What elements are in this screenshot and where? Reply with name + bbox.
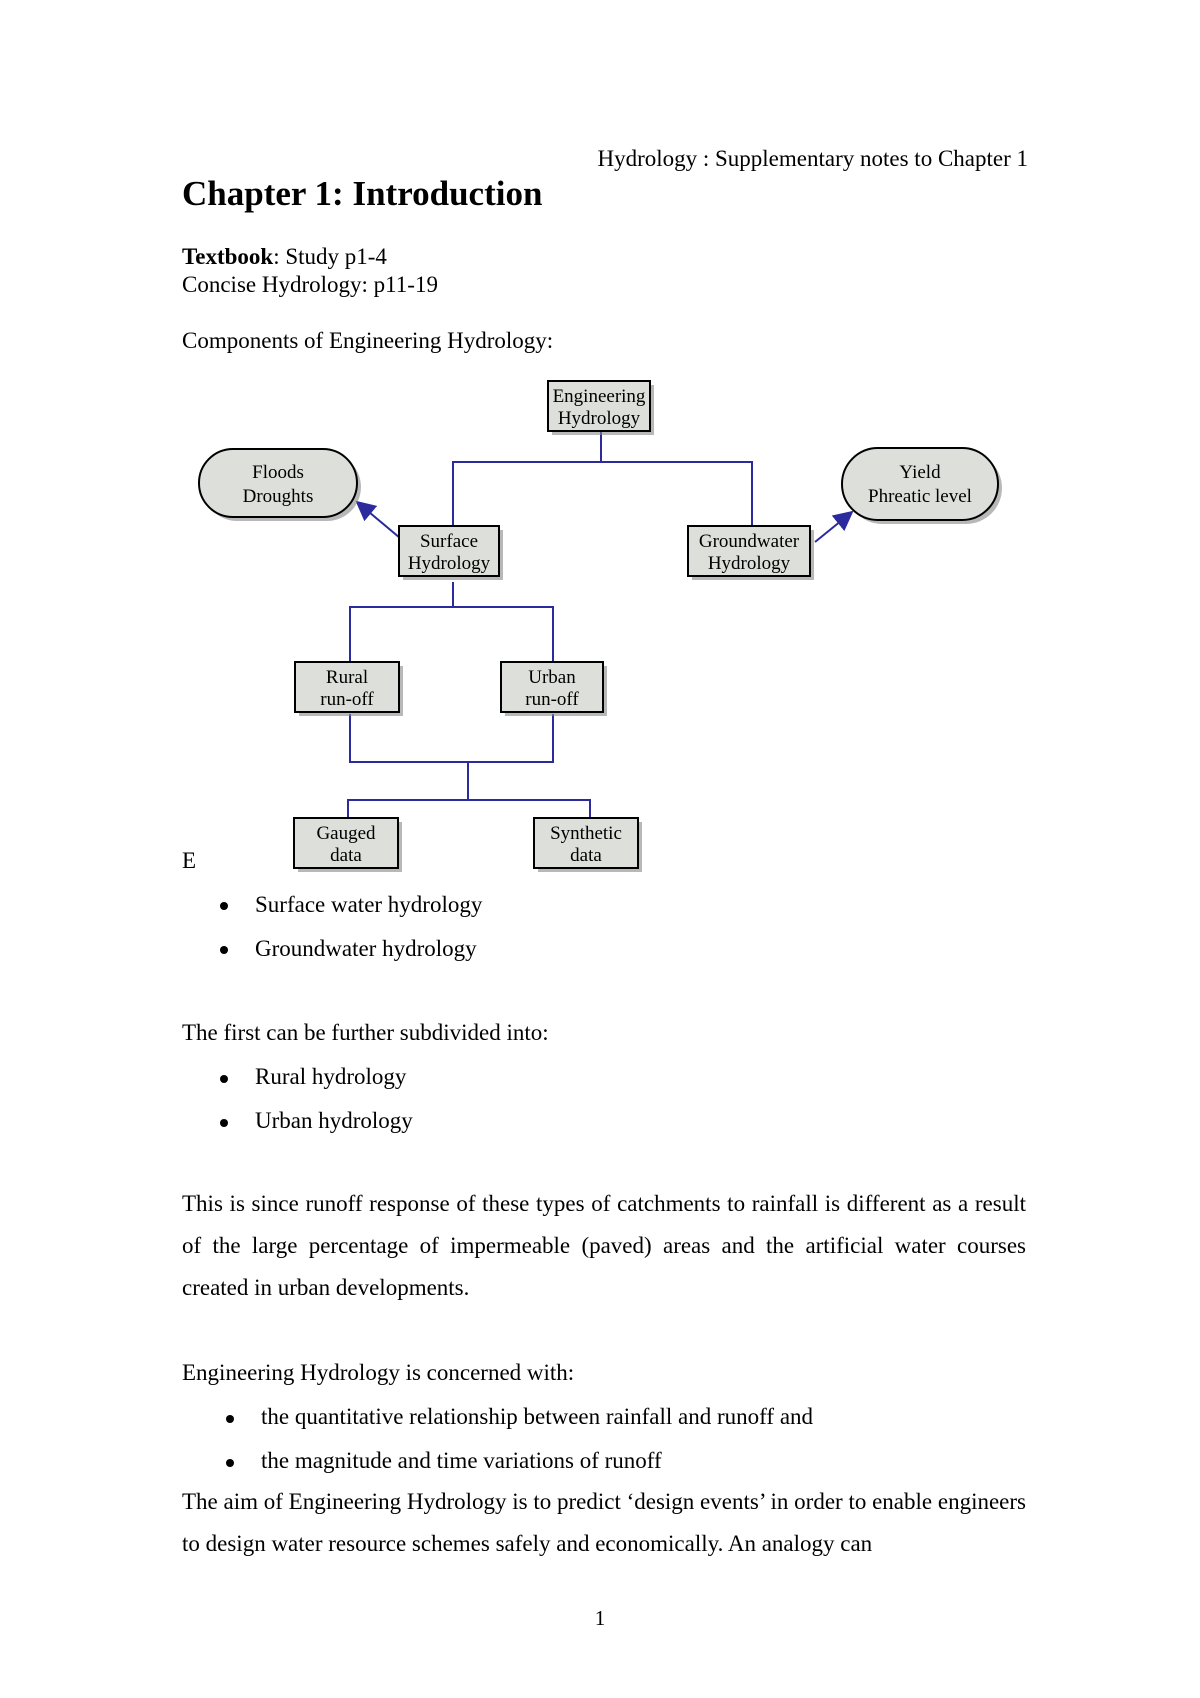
list-item: Groundwater hydrology bbox=[255, 936, 477, 961]
node-engineering-hydrology: Engineering Hydrology bbox=[547, 380, 654, 435]
paragraph-runoff-response: This is since runoff response of these t… bbox=[182, 1191, 1026, 1300]
bullet-icon bbox=[220, 1075, 228, 1083]
bullet-icon bbox=[220, 902, 228, 910]
diagram-connectors bbox=[347, 432, 753, 818]
textbook-label: Textbook bbox=[182, 244, 274, 269]
node-yield-phreatic: Yield Phreatic level bbox=[841, 447, 1002, 524]
node-surface-hydrology: Surface Hydrology bbox=[398, 525, 503, 580]
node-surface-line2: Hydrology bbox=[408, 553, 491, 574]
textbook-line: Textbook: Study p1-4 bbox=[182, 244, 387, 270]
node-engineering-line2: Hydrology bbox=[558, 408, 641, 429]
components-intro: Components of Engineering Hydrology: bbox=[182, 328, 554, 353]
node-groundwater-line1: Groundwater bbox=[699, 531, 800, 552]
arrow-to-floods-droughts bbox=[355, 500, 401, 539]
hydrology-hierarchy-diagram: Engineering Hydrology Floods Droughts Yi… bbox=[198, 380, 1002, 872]
node-gauged-line2: data bbox=[330, 845, 362, 866]
node-urban-line1: Urban bbox=[528, 667, 576, 688]
list-item: Urban hydrology bbox=[255, 1108, 413, 1133]
node-synthetic-line2: data bbox=[570, 845, 602, 866]
node-yield-line2: Phreatic level bbox=[868, 486, 972, 507]
node-synthetic-data: Synthetic data bbox=[533, 817, 642, 872]
concerned-intro: Engineering Hydrology is concerned with: bbox=[182, 1360, 575, 1385]
bullet-icon bbox=[226, 1415, 234, 1423]
node-rural-line2: run-off bbox=[320, 689, 374, 710]
bullet-icon bbox=[220, 946, 228, 954]
list-item: the magnitude and time variations of run… bbox=[261, 1448, 662, 1473]
node-groundwater-hydrology: Groundwater Hydrology bbox=[687, 525, 814, 580]
list-item: the quantitative relationship between ra… bbox=[261, 1404, 814, 1429]
node-floods-line2: Droughts bbox=[243, 486, 314, 507]
stray-letter: E bbox=[182, 848, 197, 873]
node-yield-line1: Yield bbox=[899, 462, 941, 483]
node-synthetic-line1: Synthetic bbox=[550, 823, 622, 844]
running-head: Hydrology : Supplementary notes to Chapt… bbox=[597, 146, 1028, 171]
node-rural-line1: Rural bbox=[326, 667, 368, 688]
arrow-to-yield bbox=[814, 510, 854, 543]
node-groundwater-line2: Hydrology bbox=[708, 553, 791, 574]
node-surface-line1: Surface bbox=[420, 531, 478, 552]
list-item: Rural hydrology bbox=[255, 1064, 407, 1089]
node-floods-line1: Floods bbox=[252, 462, 304, 483]
node-urban-runoff: Urban run-off bbox=[500, 661, 607, 716]
bullet-icon bbox=[220, 1119, 228, 1127]
paragraph-aim: The aim of Engineering Hydrology is to p… bbox=[182, 1489, 1026, 1556]
subdivided-intro: The first can be further subdivided into… bbox=[182, 1020, 549, 1045]
node-floods-droughts: Floods Droughts bbox=[198, 448, 361, 521]
node-engineering-line1: Engineering bbox=[553, 386, 646, 407]
node-gauged-line1: Gauged bbox=[316, 823, 376, 844]
bullet-icon bbox=[226, 1459, 234, 1467]
node-gauged-data: Gauged data bbox=[293, 817, 402, 872]
page-number: 1 bbox=[594, 1606, 606, 1630]
node-rural-runoff: Rural run-off bbox=[294, 661, 403, 716]
node-urban-line2: run-off bbox=[525, 689, 579, 710]
textbook-study: : Study p1-4 bbox=[273, 244, 387, 269]
list-item: Surface water hydrology bbox=[255, 892, 483, 917]
chapter-title: Chapter 1: Introduction bbox=[182, 174, 543, 213]
concise-hydrology-line: Concise Hydrology: p11-19 bbox=[182, 272, 438, 297]
